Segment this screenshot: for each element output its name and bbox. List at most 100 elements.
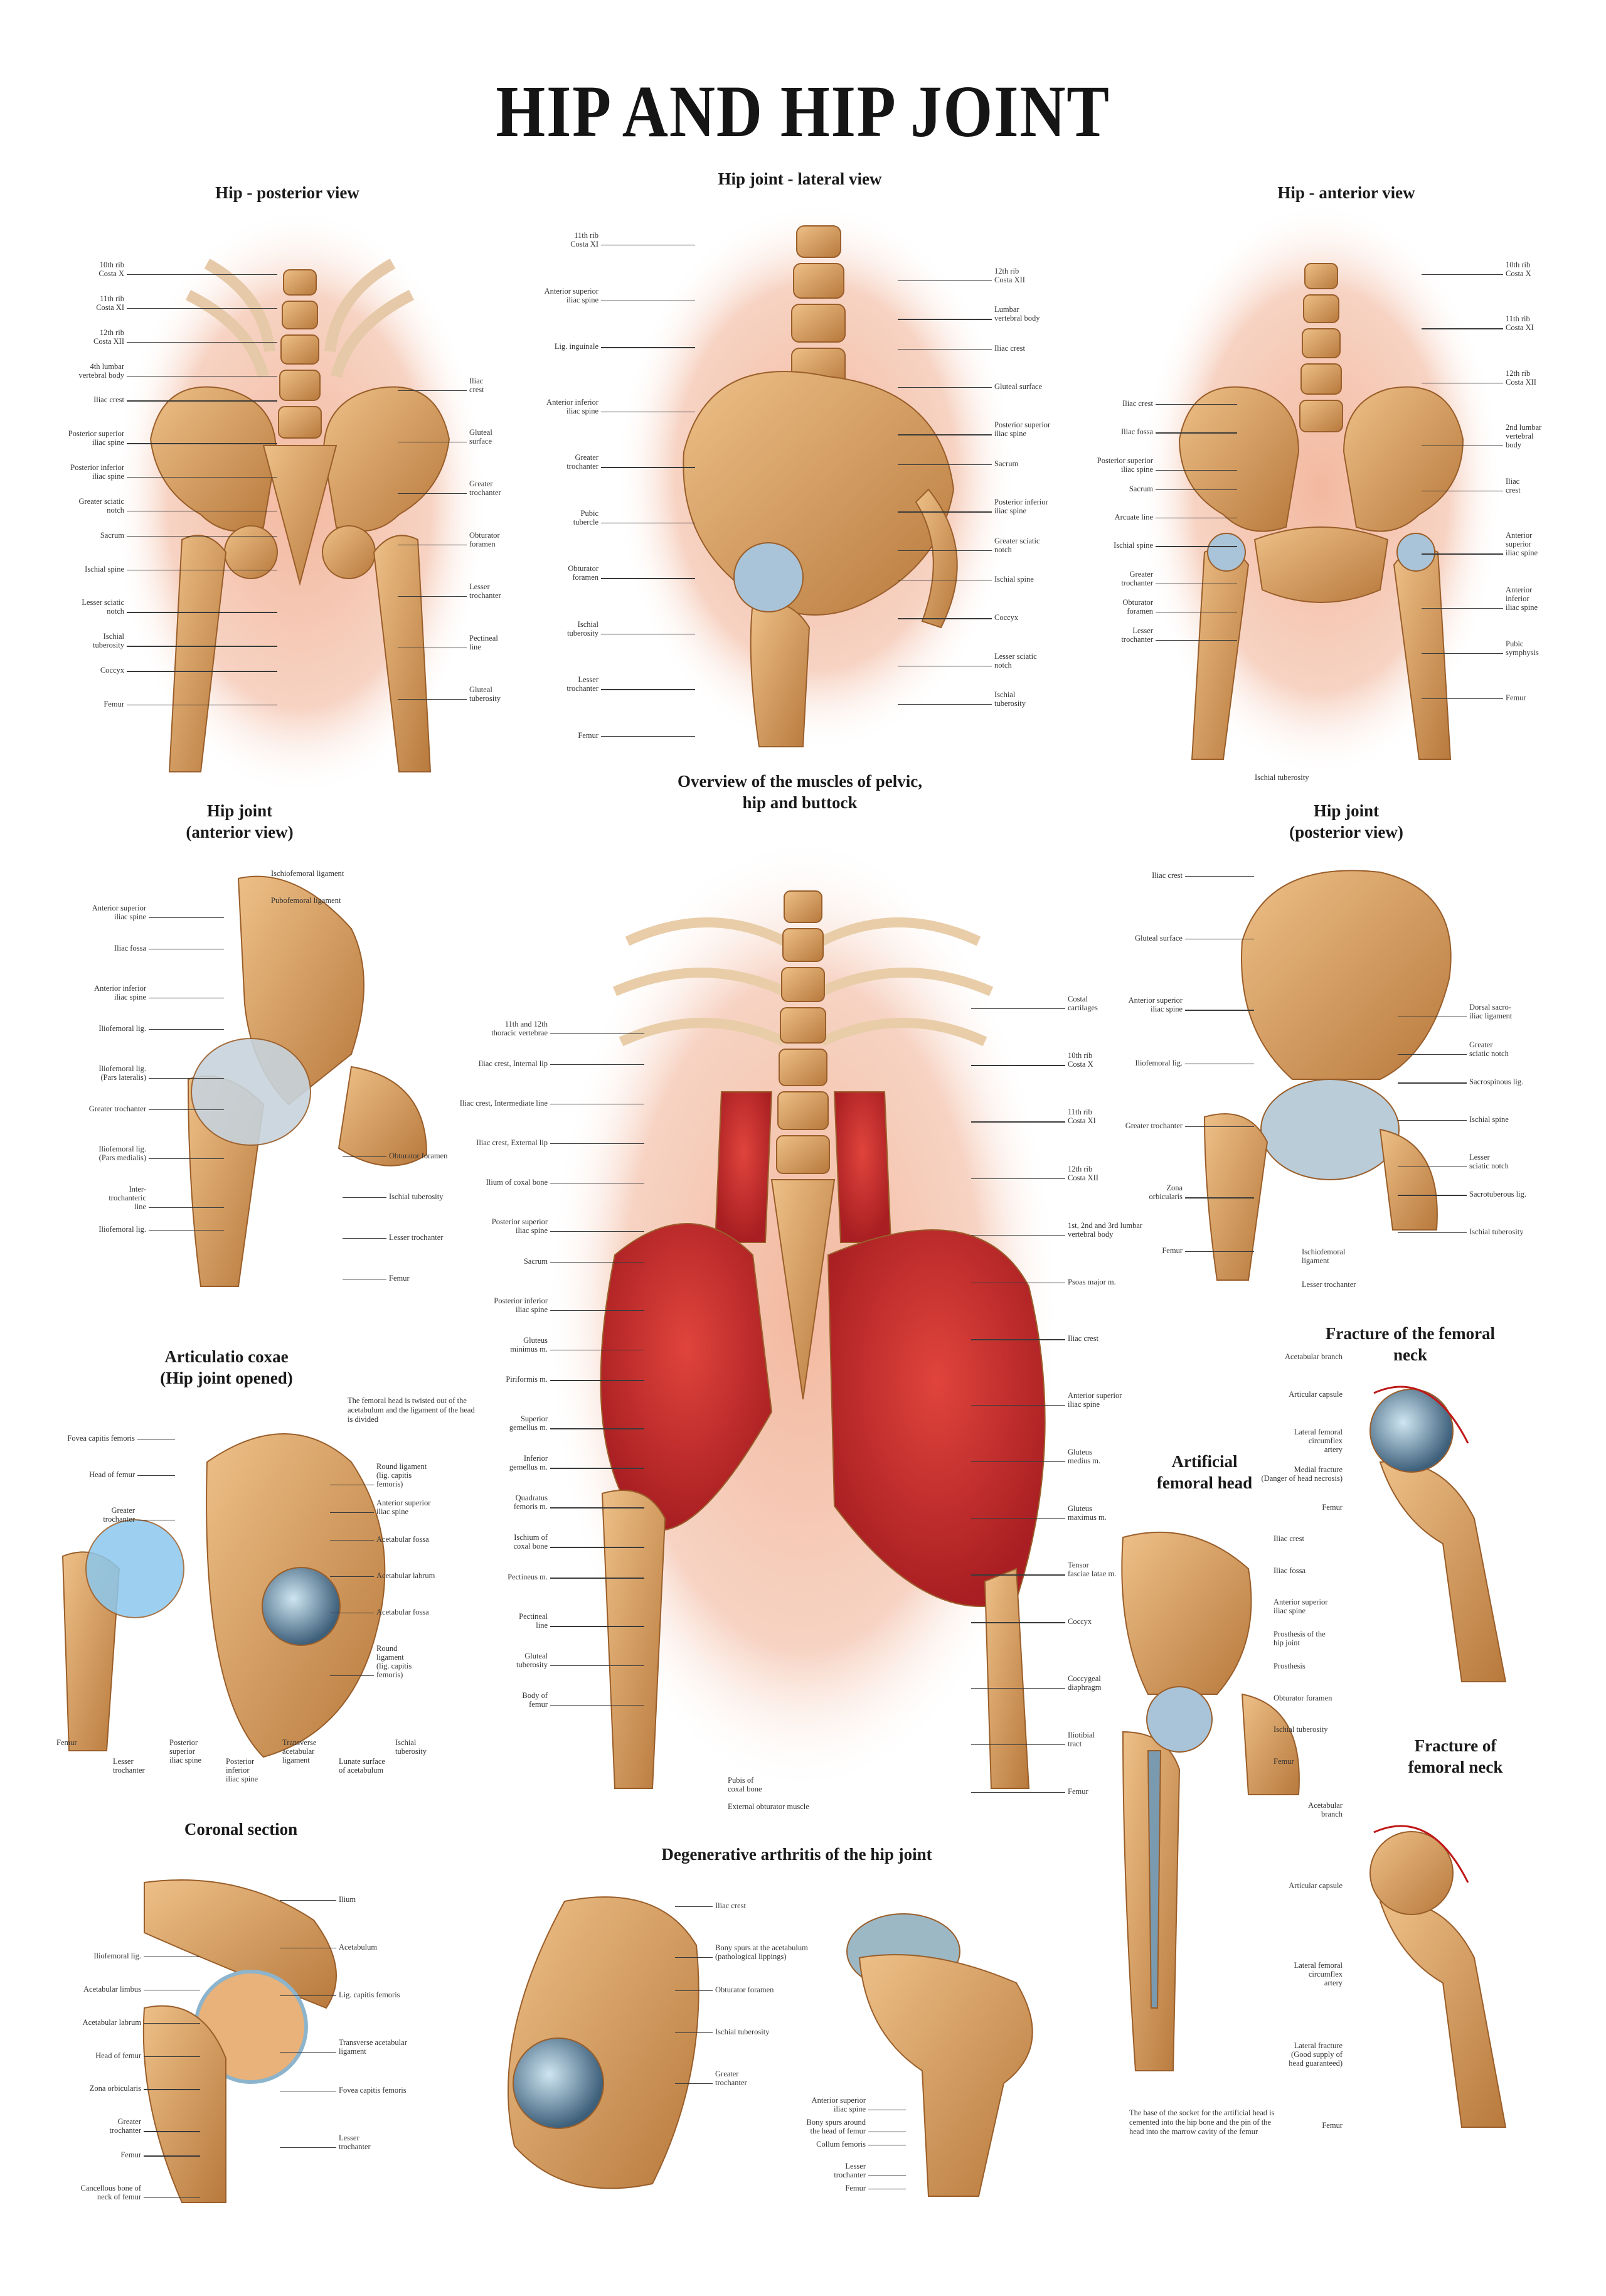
leader-line	[127, 274, 277, 275]
label-opened-bottom: Lunate surface of acetabulum	[339, 1757, 385, 1775]
leader-line	[898, 387, 992, 388]
label-anterior-left: Greater trochanter	[1121, 569, 1153, 587]
label-lateral-left: Lig. inguinale	[554, 342, 598, 351]
label-posterior-right: Gluteal surface	[469, 428, 492, 446]
label-joint_anterior-left: Iliofemoral lig. (Pars lateralis)	[98, 1064, 146, 1082]
label-overview-left: Posterior inferior iliac spine	[494, 1296, 548, 1314]
leader-line	[550, 1261, 644, 1263]
leader-line	[330, 1675, 374, 1677]
label-degenerative-left: Femur	[845, 2184, 866, 2192]
leader-line	[1185, 1197, 1254, 1199]
posterior-view-illustration	[112, 207, 488, 797]
label-degenerative-right: Iliac crest	[715, 1901, 746, 1910]
leader-line	[127, 307, 277, 309]
label-lateral-left: Lesser trochanter	[566, 675, 598, 693]
label-coronal-left: Femur	[120, 2150, 141, 2160]
label-joint_posterior-left: Femur	[1162, 1246, 1183, 1255]
leader-line	[550, 1507, 644, 1508]
label-degenerative-right: Bony spurs at the acetabulum (pathologic…	[715, 1943, 808, 1961]
label-posterior-left: Sacrum	[100, 530, 124, 540]
leader-line	[149, 1109, 224, 1111]
leader-line	[971, 1517, 1065, 1519]
label-overview-right: Costal cartilages	[1068, 995, 1098, 1012]
label-joint_posterior-bottom: Ischiofemoral ligament	[1302, 1247, 1346, 1265]
leader-line	[144, 2197, 200, 2199]
label-joint_posterior-right: Ischial spine	[1469, 1115, 1509, 1124]
label-anterior-left: Iliac fossa	[1120, 427, 1153, 437]
label-posterior-right: Greater trochanter	[469, 479, 501, 497]
leader-line	[144, 2056, 200, 2057]
leader-line	[330, 1512, 374, 1514]
label-artificial-labels: Prosthesis of the hip joint	[1274, 1630, 1326, 1648]
leader-line	[280, 2147, 336, 2149]
label-opened-right: Round ligament (lig. capitis femoris)	[376, 1644, 412, 1679]
label-coronal-left: Head of femur	[95, 2051, 141, 2060]
leader-line	[280, 2052, 336, 2053]
label-coronal-left: Zona orbicularis	[89, 2084, 141, 2093]
label-joint_posterior-left: Gluteal surface	[1134, 933, 1183, 942]
label-joint_posterior-right: Lesser sciatic notch	[1469, 1152, 1509, 1170]
label-overview-right: Iliotibial tract	[1068, 1730, 1095, 1748]
label-anterior-right: 11th rib Costa XI	[1506, 314, 1534, 333]
label-joint_posterior-left: Iliofemoral lig.	[1135, 1059, 1183, 1067]
leader-line	[1185, 1251, 1254, 1252]
label-joint_posterior-right: Sacrospinous lig.	[1469, 1077, 1524, 1087]
label-coronal-left: Acetabular limbus	[83, 1984, 141, 1994]
label-artificial-labels: Iliac fossa	[1274, 1566, 1306, 1575]
leader-line	[898, 280, 992, 282]
leader-line	[1398, 1082, 1467, 1084]
label-posterior-right: Pectineal line	[469, 634, 498, 651]
label-anterior-left: Sacrum	[1129, 484, 1153, 493]
leader-line	[601, 736, 695, 737]
leader-line	[675, 2083, 713, 2085]
label-opened-right: Acetabular fossa	[376, 1608, 429, 1616]
label-coronal-left: Acetabular labrum	[82, 2017, 141, 2027]
label-posterior-left: Posterior inferior iliac spine	[70, 463, 124, 481]
label-joint_anterior-left: Anterior inferior iliac spine	[94, 984, 146, 1001]
leader-line	[971, 1622, 1065, 1623]
label-posterior-right: Lesser trochanter	[469, 582, 501, 600]
leader-line	[898, 618, 992, 619]
leader-line	[1398, 1054, 1467, 1055]
label-fracture_lateral-labels: Lateral fracture (Good supply of head gu…	[1289, 2041, 1343, 2068]
label-coronal-right: Transverse acetabular ligament	[339, 2038, 407, 2056]
leader-line	[1156, 432, 1237, 434]
label-coronal-left: Iliofemoral lig.	[93, 1952, 141, 1960]
leader-line	[675, 1957, 713, 1958]
label-posterior-left: 11th rib Costa XI	[96, 294, 124, 312]
leader-line	[330, 1576, 374, 1578]
label-coronal-right: Acetabulum	[339, 1943, 378, 1952]
label-joint_posterior-left: Greater trochanter	[1125, 1121, 1183, 1130]
label-joint_posterior-left: Iliac crest	[1152, 871, 1183, 880]
leader-line	[971, 1404, 1065, 1406]
label-posterior-right: Gluteal tuberosity	[469, 685, 501, 703]
label-joint_anterior-left: Inter- trochanteric line	[109, 1185, 146, 1211]
leader-line	[971, 1008, 1065, 1010]
leader-line	[398, 699, 467, 700]
label-opened-bottom: Posterior superior iliac spine	[169, 1738, 202, 1765]
label-lateral-right: Ischial spine	[994, 574, 1034, 584]
label-lateral-right: Lesser sciatic notch	[994, 651, 1037, 670]
label-artificial-labels: Ischial tuberosity	[1274, 1725, 1328, 1734]
leader-line	[1422, 698, 1503, 700]
label-overview-left: Posterior superior iliac spine	[491, 1217, 548, 1235]
label-opened-right: Acetabular labrum	[376, 1571, 435, 1580]
label-opened-bottom: Posterior inferior iliac spine	[226, 1757, 258, 1783]
leader-line	[550, 1143, 644, 1145]
label-fracture_lateral-labels: Articular capsule	[1289, 1881, 1343, 1890]
title-artificial-head: Artificial femoral head	[1156, 1452, 1253, 1492]
label-overview-right: 10th rib Costa X	[1068, 1051, 1093, 1069]
leader-line	[971, 1574, 1065, 1576]
leader-line	[1422, 653, 1503, 654]
label-joint_anterior-right: Femur	[389, 1274, 410, 1283]
leader-line	[1422, 553, 1503, 555]
label-joint_posterior-left: Zona orbicularis	[1149, 1183, 1183, 1202]
label-opened-bottom: Femur	[56, 1738, 77, 1747]
label-joint_anterior-right: Obturator foramen	[389, 1151, 448, 1160]
label-overview-left: Iliac crest, External lip	[476, 1138, 548, 1147]
label-overview-left: Gluteal tuberosity	[516, 1652, 548, 1670]
leader-line	[971, 1339, 1065, 1340]
label-anterior-left: Obturator foramen	[1122, 597, 1153, 616]
label-joint_posterior-right: Dorsal sacro- iliac ligament	[1469, 1003, 1513, 1020]
leader-line	[550, 1033, 644, 1035]
